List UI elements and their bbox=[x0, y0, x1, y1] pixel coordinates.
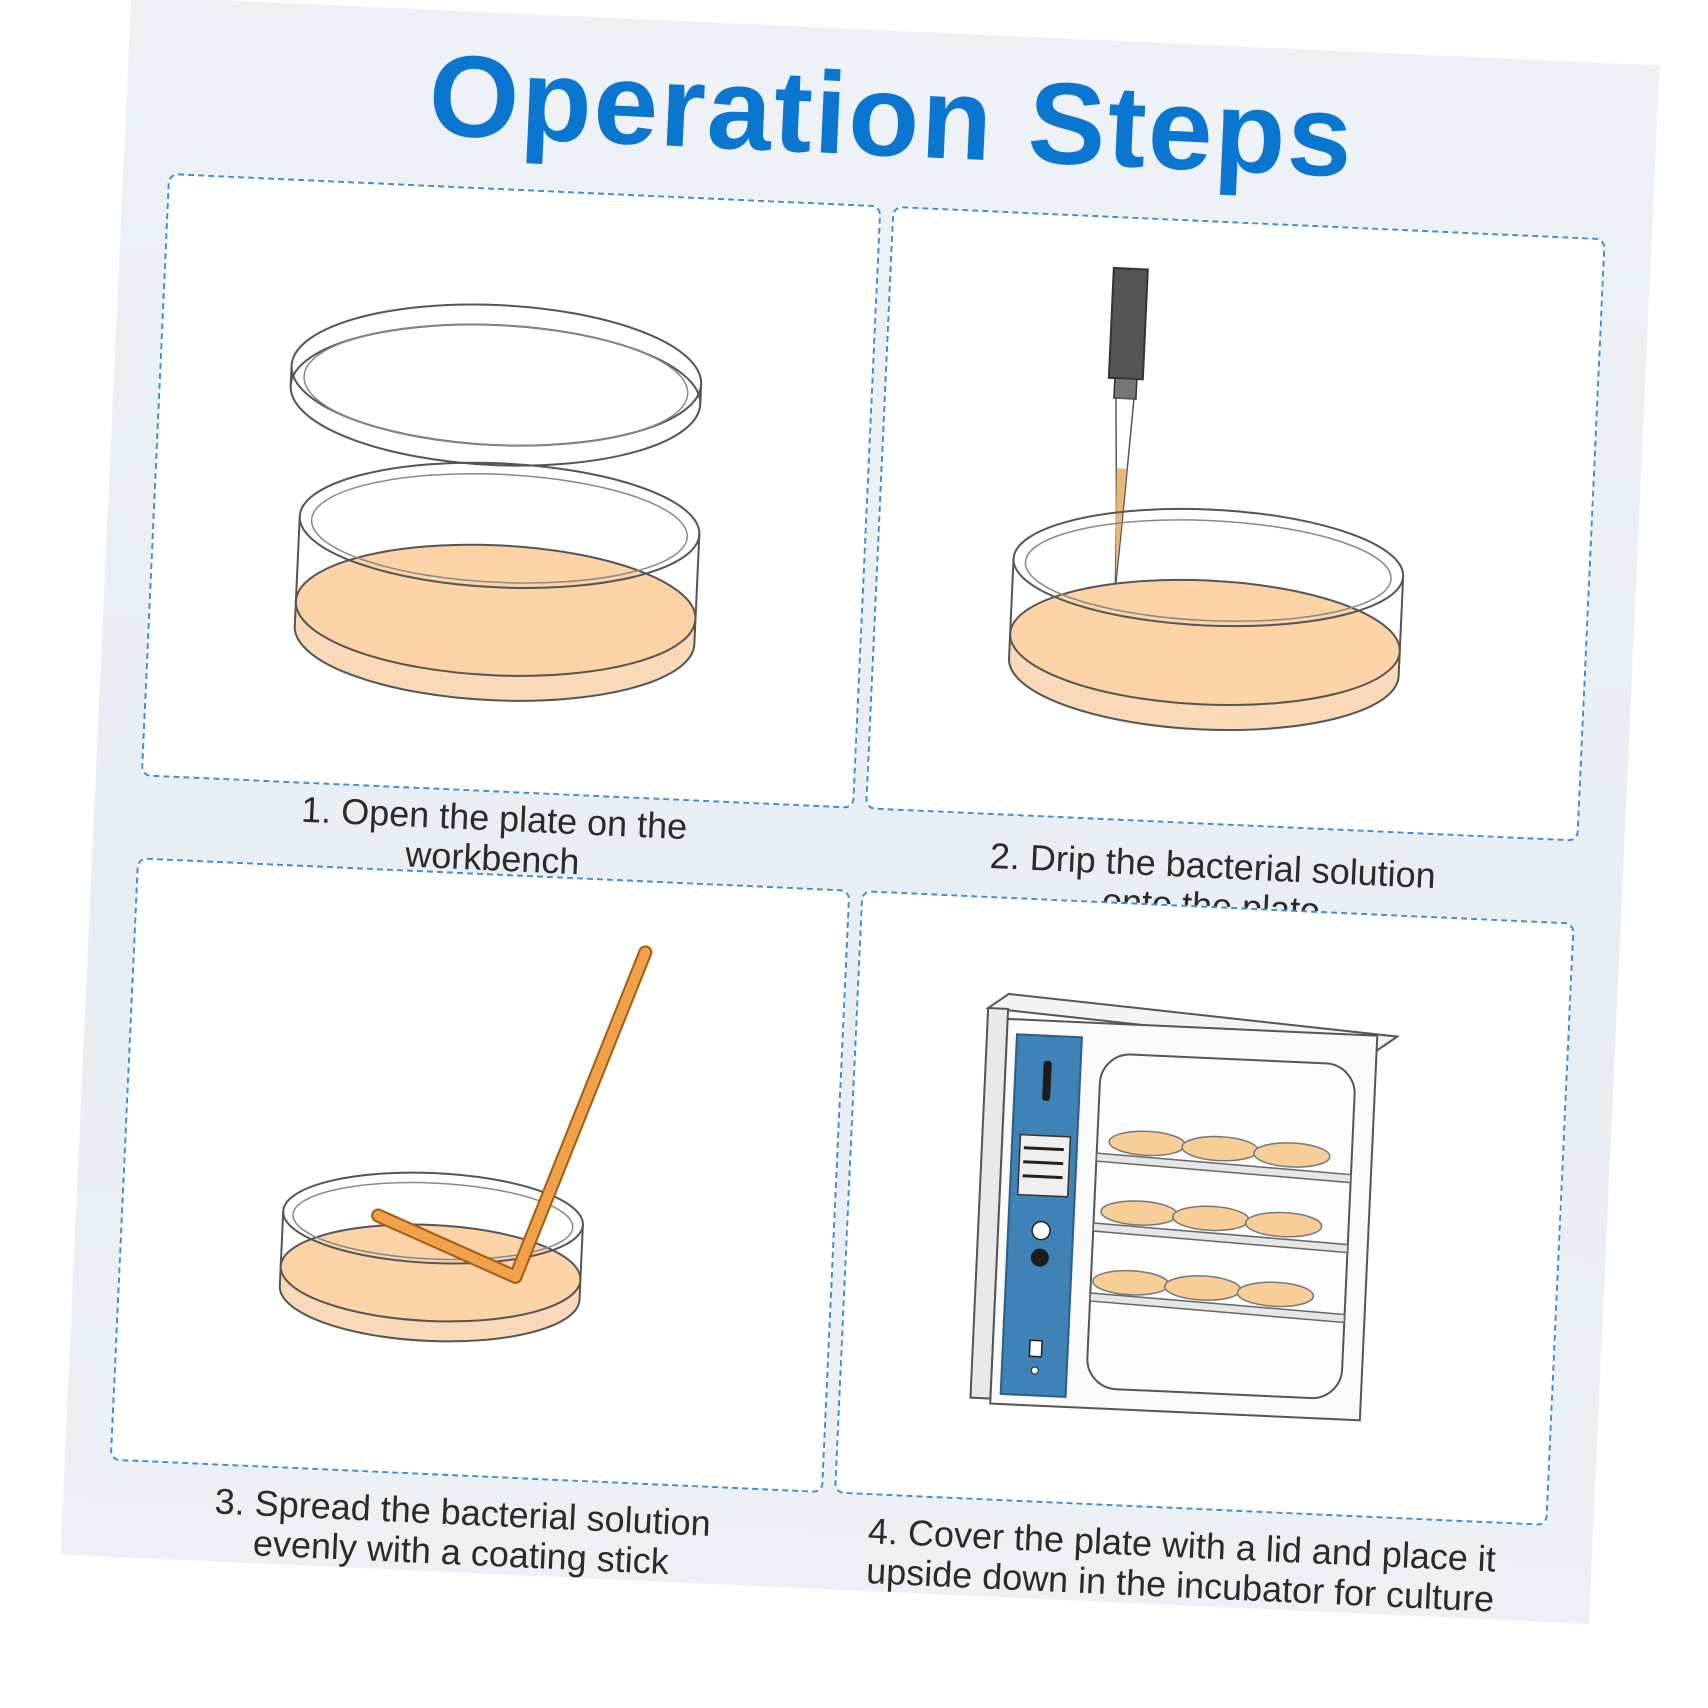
step-3-panel bbox=[109, 857, 851, 1494]
petri-dish-icon bbox=[278, 1171, 584, 1343]
incubator-plates bbox=[1092, 1130, 1331, 1308]
pipette-icon bbox=[1107, 266, 1149, 589]
step-1-number: 1. bbox=[300, 788, 333, 831]
steps-stage: Operation Steps bbox=[60, 0, 1660, 1624]
petri-dish-lid-icon bbox=[289, 303, 703, 467]
petri-dish-icon bbox=[1008, 507, 1405, 732]
step-3-illustration bbox=[278, 945, 653, 1343]
step-4-panel bbox=[833, 890, 1575, 1526]
step-2-illustration bbox=[1008, 266, 1405, 732]
step-4-illustration bbox=[969, 992, 1401, 1422]
incubator-icon bbox=[969, 992, 1401, 1422]
step-3-number: 3. bbox=[213, 1480, 246, 1523]
step-2-number: 2. bbox=[989, 834, 1021, 878]
step-2-panel bbox=[865, 205, 1606, 842]
step-3-caption: 3. Spread the bacterial solution evenly … bbox=[80, 1475, 843, 1589]
step-1-illustration bbox=[289, 303, 703, 702]
step-1-panel bbox=[140, 172, 882, 809]
incubator-shelf bbox=[1089, 1152, 1352, 1324]
step-4-number: 4. bbox=[867, 1510, 900, 1553]
coating-stick-icon bbox=[371, 945, 653, 1284]
step-4-caption: 4. Cover the plate with a lid and place … bbox=[800, 1508, 1563, 1622]
petri-dish-icon bbox=[293, 461, 701, 702]
